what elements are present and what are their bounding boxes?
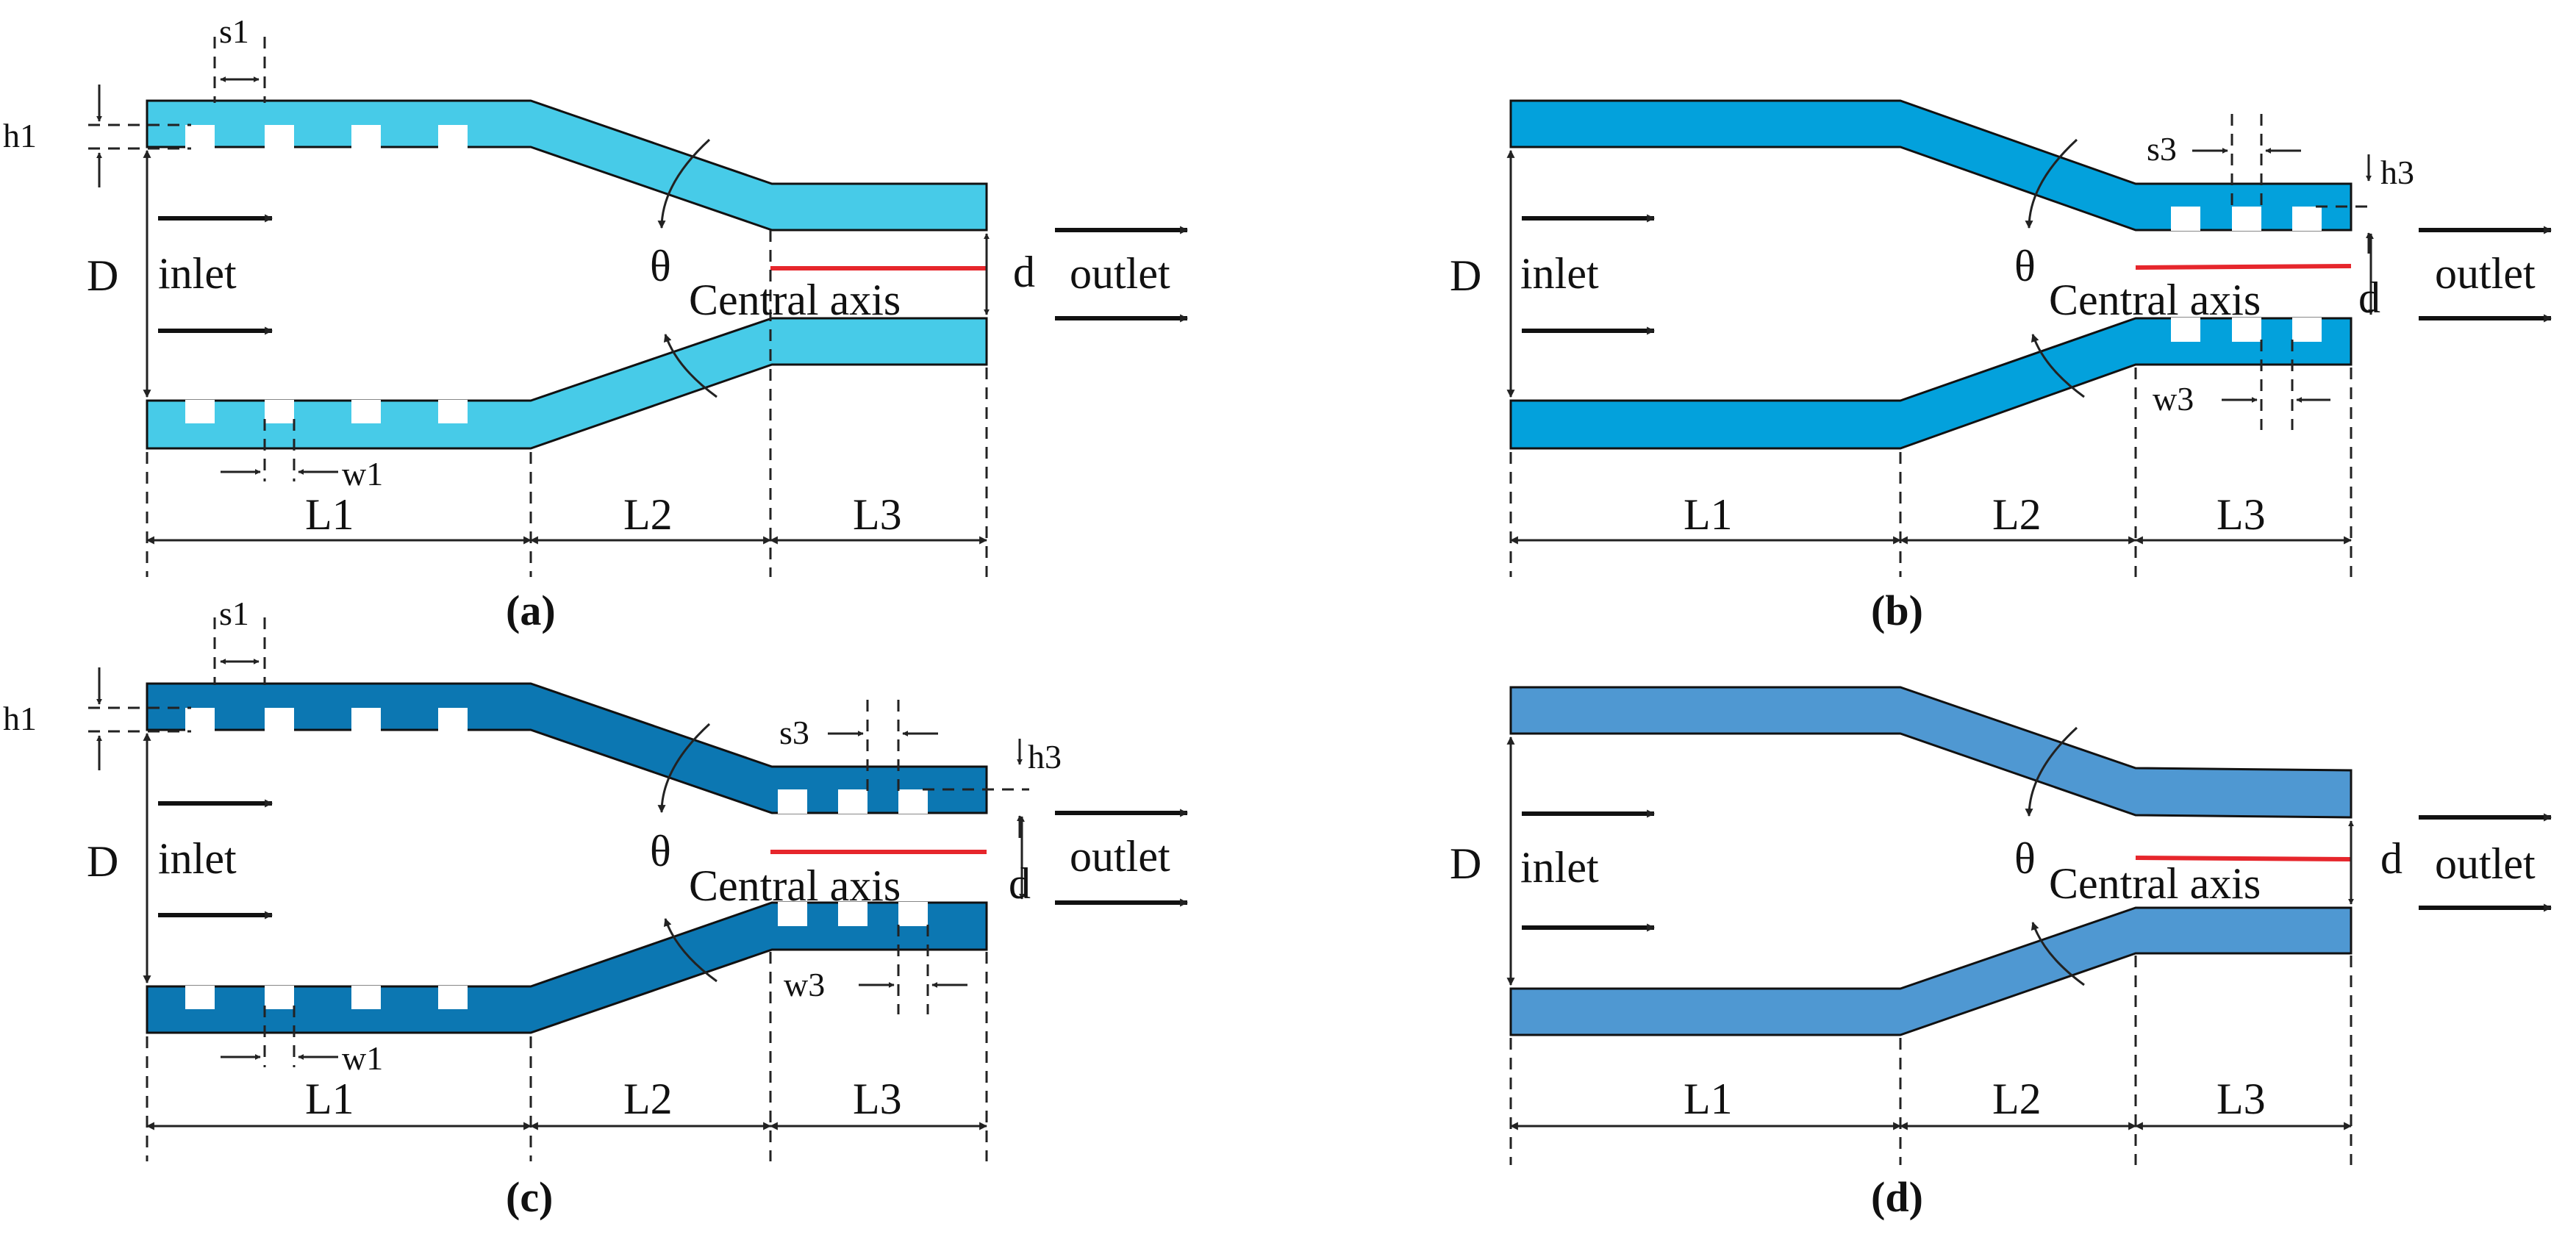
label-L3-b: L3 — [2217, 490, 2266, 539]
label-h1-a: h1 — [3, 117, 37, 154]
lower-wall-b — [1509, 317, 2353, 450]
label-s1-a: s1 — [219, 12, 249, 50]
label-outlet-b: outlet — [2435, 249, 2536, 298]
label-D-b: D — [1450, 251, 1481, 300]
lower-wall-d — [1509, 906, 2353, 1036]
outlet-grooves-b — [2171, 207, 2322, 342]
label-outlet-c: outlet — [1070, 832, 1170, 881]
panel-a: D inlet outlet d θ Central axis L1 L2 L3… — [3, 12, 1189, 634]
label-D-a: D — [87, 251, 118, 300]
label-L2-c: L2 — [623, 1075, 673, 1123]
label-theta-d: θ — [2014, 834, 2036, 883]
label-d-b: d — [2358, 273, 2380, 322]
central-axis-line-b — [2135, 264, 2352, 270]
label-s1-c: s1 — [219, 595, 249, 632]
label-inlet-d: inlet — [1520, 843, 1599, 892]
label-L3-d: L3 — [2217, 1075, 2266, 1123]
inlet-grooves-c — [185, 708, 468, 1009]
caption-c: (c) — [506, 1173, 553, 1221]
label-L2-b: L2 — [1992, 490, 2042, 539]
label-w1-c: w1 — [342, 1039, 383, 1077]
outlet-grooves-c — [778, 789, 928, 926]
label-inlet-b: inlet — [1520, 249, 1599, 298]
upper-wall-b — [1509, 99, 2353, 232]
central-axis-line-d — [2135, 856, 2352, 861]
lower-wall-a — [146, 317, 988, 450]
label-d-d: d — [2380, 834, 2403, 883]
label-D-c: D — [87, 837, 118, 886]
label-central-axis-d: Central axis — [2049, 859, 2261, 908]
label-L2-a: L2 — [623, 490, 673, 539]
label-L3-a: L3 — [853, 490, 902, 539]
inlet-grooves-a — [185, 125, 468, 423]
caption-a: (a) — [506, 587, 556, 634]
label-outlet-d: outlet — [2435, 839, 2536, 888]
label-w3-c: w3 — [784, 966, 825, 1003]
label-L1-a: L1 — [305, 490, 354, 539]
label-w1-a: w1 — [342, 455, 383, 492]
upper-wall-a — [146, 99, 988, 232]
label-h1-c: h1 — [3, 700, 37, 737]
panel-c: D inlet outlet d θ Central axis L1 L2 L3… — [3, 595, 1189, 1221]
label-s3-c: s3 — [779, 714, 809, 751]
label-L1-c: L1 — [305, 1075, 354, 1123]
label-central-axis-c: Central axis — [689, 861, 901, 910]
label-h3-b: h3 — [2380, 154, 2414, 191]
label-L2-d: L2 — [1992, 1075, 2042, 1123]
label-central-axis-a: Central axis — [689, 276, 901, 324]
label-D-d: D — [1450, 839, 1481, 888]
caption-b: (b) — [1871, 587, 1923, 634]
label-d-c: d — [1009, 859, 1031, 908]
upper-wall-d — [1509, 686, 2353, 819]
label-d-a: d — [1013, 248, 1035, 296]
label-w3-b: w3 — [2153, 380, 2194, 417]
label-inlet-a: inlet — [158, 249, 237, 298]
label-h3-c: h3 — [1028, 738, 1062, 775]
panel-b: D inlet outlet d θ Central axis L1 L2 L3… — [1450, 99, 2552, 634]
label-theta-b: θ — [2014, 242, 2036, 290]
panel-d: D inlet outlet d θ Central axis L1 L2 L3… — [1450, 686, 2552, 1221]
label-theta-c: θ — [650, 827, 671, 875]
label-central-axis-b: Central axis — [2049, 276, 2261, 324]
caption-d: (d) — [1871, 1173, 1923, 1221]
label-L1-b: L1 — [1684, 490, 1733, 539]
label-inlet-c: inlet — [158, 834, 237, 883]
label-L3-c: L3 — [853, 1075, 902, 1123]
label-L1-d: L1 — [1684, 1075, 1733, 1123]
label-s3-b: s3 — [2147, 130, 2177, 168]
label-outlet-a: outlet — [1070, 249, 1170, 298]
label-theta-a: θ — [650, 242, 671, 290]
